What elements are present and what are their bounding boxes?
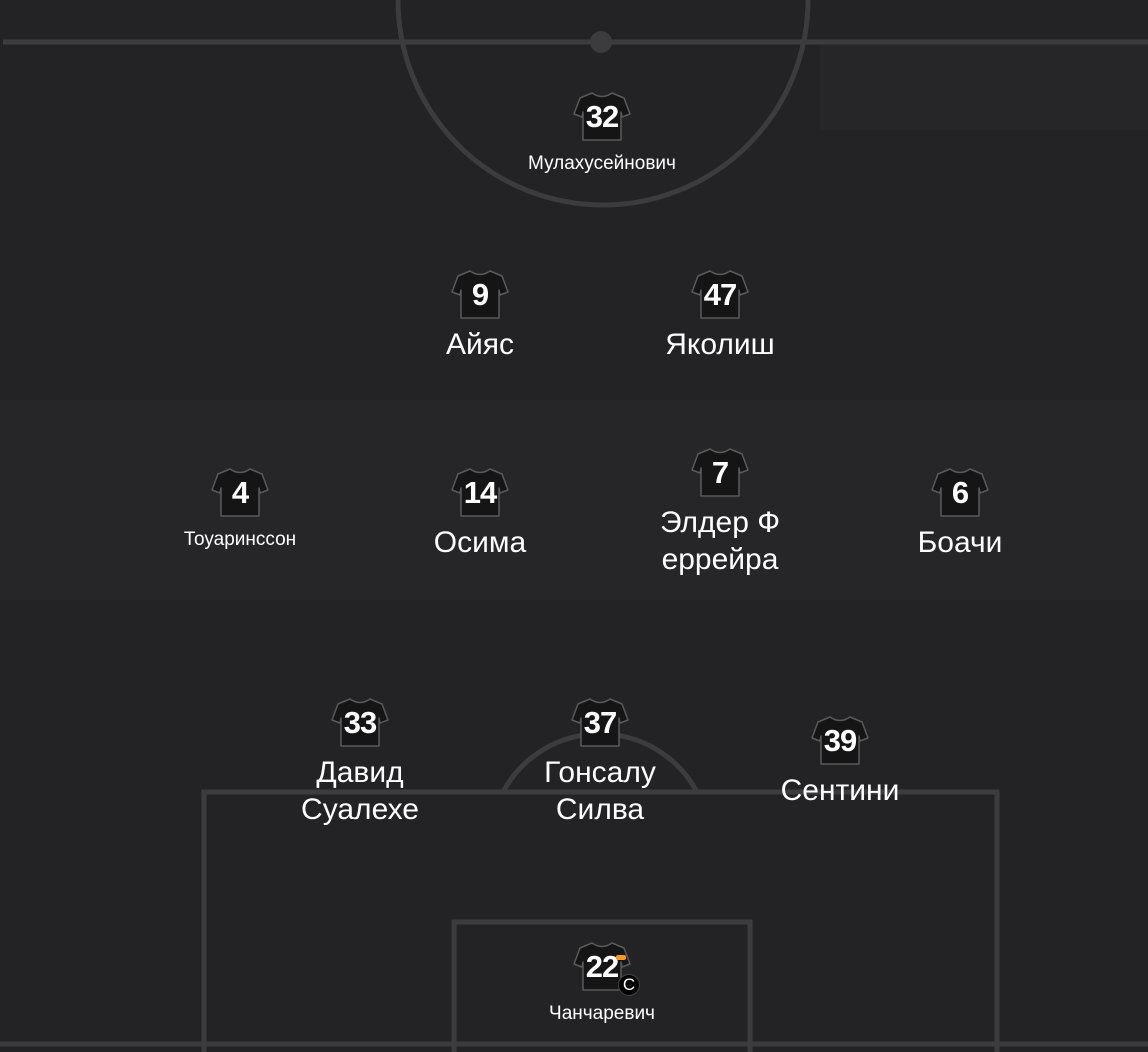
player-name: Сентини (780, 774, 900, 807)
shirt-number: 6 (951, 475, 969, 510)
shirt-number: 37 (583, 705, 617, 740)
player-shirt: 4 (210, 466, 270, 520)
player-name: Боачи (917, 526, 1003, 559)
player-name: Чанчаревич (549, 1003, 655, 1024)
shirt-icon (571, 698, 629, 747)
player-shirt: 6 (930, 466, 990, 520)
player-name: Яколиш (665, 328, 775, 361)
player-name: Айяс (445, 328, 514, 361)
player-shirt: 7 (690, 446, 750, 500)
shirt-number: 32 (585, 99, 619, 134)
pitch-band-top (820, 45, 1148, 130)
shirt-icon (331, 698, 389, 747)
centre-spot (590, 31, 612, 53)
centre-circle (395, 0, 811, 208)
captain-badge: C (618, 974, 640, 996)
player-name: Тоуаринссон (183, 529, 297, 550)
shirt-icon (811, 716, 869, 765)
player-shirt: 37 (570, 696, 630, 750)
penalty-box (201, 789, 1000, 1052)
player-shirt: 39 (810, 714, 870, 768)
player-name: Давид Суалехе (301, 756, 419, 826)
player-shirt: 14 (450, 466, 510, 520)
player-shirt: 9 (450, 268, 510, 322)
shirt-icon (691, 270, 749, 319)
shirt-number: 22 (585, 949, 619, 984)
player-shirt: 33 (330, 696, 390, 750)
shirt-icon (451, 270, 509, 319)
shirt-number: 14 (463, 475, 497, 510)
shirt-number: 4 (231, 475, 249, 510)
shirt-number: 33 (343, 705, 377, 740)
shirt-icon (573, 92, 631, 141)
player-name: Осима (433, 526, 527, 559)
shirt-icon (573, 942, 631, 991)
player-name: Элдер Ф еррейра (659, 506, 781, 576)
player-name: Гонсалу Силва (544, 756, 656, 826)
shirt-number: 9 (471, 277, 489, 312)
shirt-number: 39 (823, 723, 857, 758)
player-shirt: 32 (572, 90, 632, 144)
goal-area (451, 919, 753, 1052)
player-shirt: 47 (690, 268, 750, 322)
shirt-icon (451, 468, 509, 517)
captain-armband-icon (616, 955, 626, 960)
shirt-icon (931, 468, 989, 517)
player-name: Мулахусейнович (528, 153, 676, 174)
shirt-number: 47 (703, 277, 737, 312)
shirt-icon (691, 448, 749, 497)
shirt-number: 7 (711, 455, 729, 490)
shirt-icon (211, 468, 269, 517)
